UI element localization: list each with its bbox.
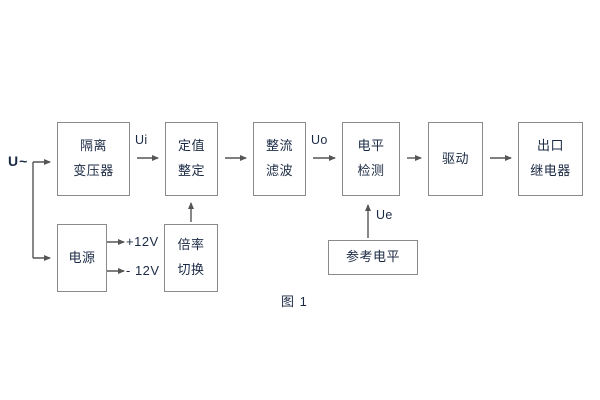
- block-multiplier-switch-line-2: 切换: [177, 262, 205, 277]
- block-driver[interactable]: 驱动: [428, 122, 483, 196]
- block-isolation-transformer[interactable]: 隔离 变压器: [57, 122, 130, 196]
- figure-caption: 图 1: [281, 294, 308, 309]
- block-output-relay-line-2: 继电器: [530, 163, 571, 178]
- wire-input-branch: [32, 159, 51, 261]
- block-multiplier-switch-line-1: 倍率: [177, 237, 205, 253]
- block-isolation-transformer-line-1: 隔离: [79, 138, 107, 154]
- block-output-relay-line-1: 出口: [536, 138, 564, 154]
- block-output-relay[interactable]: 出口 继电器: [518, 122, 583, 196]
- block-setting-value[interactable]: 定值 整定: [165, 122, 218, 196]
- block-level-detection-line-2: 检测: [357, 163, 385, 178]
- block-reference-level[interactable]: 参考电平: [328, 240, 418, 275]
- block-rectifier-filter[interactable]: 整流 滤波: [253, 122, 306, 196]
- block-level-detection[interactable]: 电平 检测: [342, 122, 400, 196]
- voltage-label-minus-12v: - 12V: [126, 263, 160, 278]
- block-power-supply-line-1: 电源: [68, 249, 96, 265]
- block-level-detection-line-1: 电平: [357, 138, 385, 154]
- block-isolation-transformer-line-2: 变压器: [73, 163, 114, 178]
- block-rectifier-filter-line-2: 滤波: [265, 163, 293, 178]
- block-setting-value-line-2: 整定: [177, 163, 205, 178]
- signal-label-ui: Ui: [135, 133, 148, 147]
- block-driver-line-1: 驱动: [441, 150, 469, 166]
- block-multiplier-switch[interactable]: 倍率 切换: [164, 224, 218, 292]
- block-setting-value-line-1: 定值: [177, 138, 205, 154]
- block-rectifier-filter-line-1: 整流: [265, 138, 293, 154]
- signal-label-uo: Uo: [311, 133, 328, 147]
- voltage-label-plus-12v: +12V: [126, 234, 159, 249]
- block-reference-level-line-1: 参考电平: [345, 249, 400, 265]
- signal-label-ue: Ue: [376, 208, 393, 222]
- input-label-u: U~: [8, 153, 29, 169]
- block-power-supply[interactable]: 电源: [57, 224, 107, 292]
